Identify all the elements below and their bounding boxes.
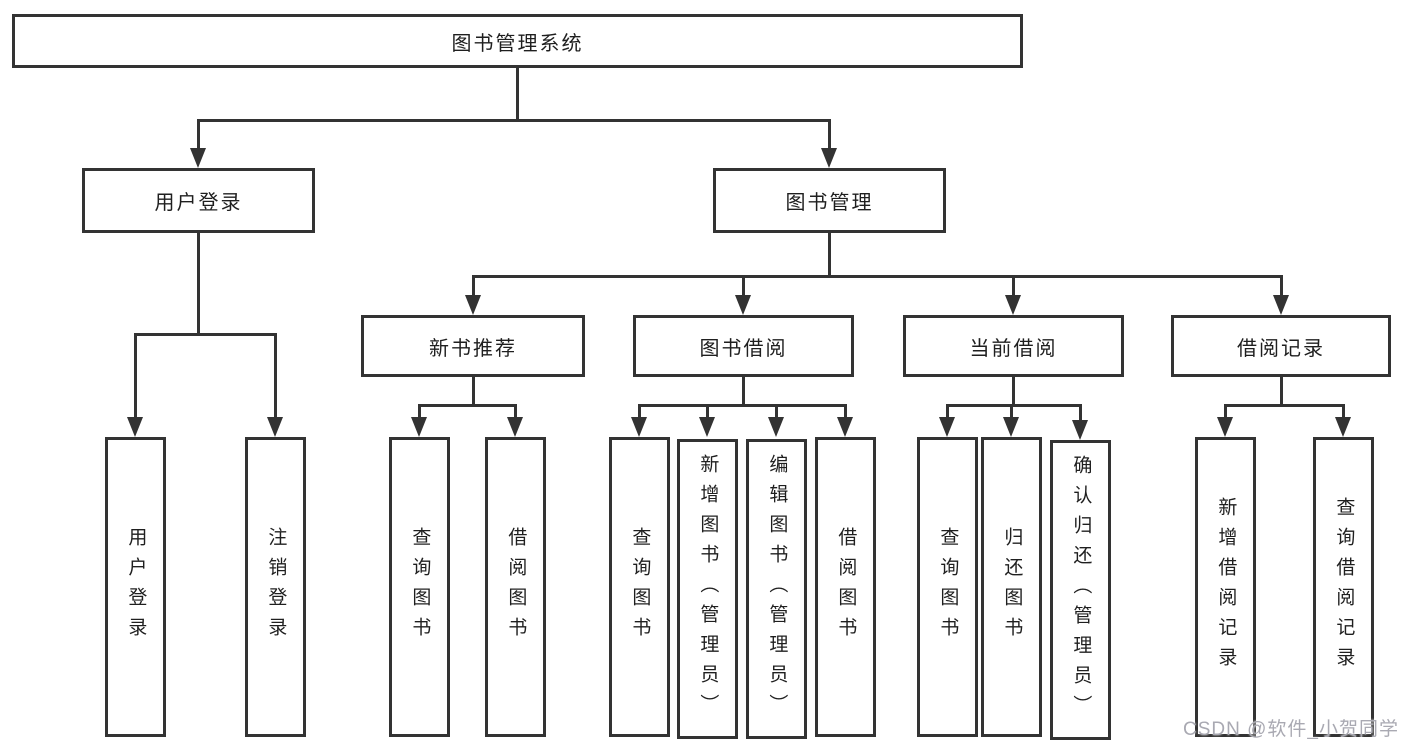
node-user-login: 用户登录 xyxy=(82,168,315,233)
connector-line xyxy=(1342,404,1345,419)
arrow-down-icon xyxy=(631,417,647,437)
leaf-query-books-3: 查询图书 xyxy=(917,437,978,737)
arrow-down-icon xyxy=(735,295,751,315)
arrow-down-icon xyxy=(821,148,837,168)
leaf-label: 查询图书 xyxy=(629,527,651,647)
leaf-label: 借阅图书 xyxy=(505,527,527,647)
connector-line xyxy=(418,404,421,419)
leaf-label: 新增图书（管理员） xyxy=(697,454,719,724)
connector-line xyxy=(418,404,517,407)
connector-line xyxy=(844,404,847,419)
arrow-down-icon xyxy=(939,417,955,437)
connector-line xyxy=(516,68,519,121)
node-label: 图书借阅 xyxy=(699,337,788,360)
leaf-logout-login: 注销登录 xyxy=(245,437,306,737)
connector-line xyxy=(1280,377,1283,407)
arrow-down-icon xyxy=(1217,417,1233,437)
connector-line xyxy=(1010,404,1013,419)
connector-line xyxy=(514,404,517,419)
connector-line xyxy=(1224,404,1227,419)
arrow-down-icon xyxy=(1005,295,1021,315)
arrow-down-icon xyxy=(837,417,853,437)
connector-line xyxy=(197,233,200,336)
arrow-down-icon xyxy=(507,417,523,437)
leaf-borrow-books-2: 借阅图书 xyxy=(815,437,876,737)
connector-line xyxy=(946,404,1082,407)
arrow-down-icon xyxy=(1335,417,1351,437)
leaf-label: 注销登录 xyxy=(265,527,287,647)
node-label: 当前借阅 xyxy=(969,337,1058,360)
leaf-add-borrow-record: 新增借阅记录 xyxy=(1195,437,1256,737)
leaf-query-books-2: 查询图书 xyxy=(609,437,670,737)
node-book-borrowing: 图书借阅 xyxy=(633,315,854,377)
node-book-management: 图书管理 xyxy=(713,168,946,233)
connector-line xyxy=(134,333,277,336)
leaf-label: 编辑图书（管理员） xyxy=(766,454,788,724)
connector-line xyxy=(828,233,831,277)
node-label: 借阅记录 xyxy=(1237,337,1325,360)
connector-line xyxy=(472,275,475,297)
arrow-down-icon xyxy=(267,417,283,437)
connector-line xyxy=(134,333,137,419)
node-label: 用户登录 xyxy=(154,192,243,214)
arrow-down-icon xyxy=(127,417,143,437)
node-current-borrowing: 当前借阅 xyxy=(903,315,1124,377)
node-new-book-recommend: 新书推荐 xyxy=(361,315,585,377)
arrow-down-icon xyxy=(190,148,206,168)
connector-line xyxy=(638,404,847,407)
node-library-system: 图书管理系统 xyxy=(12,14,1023,68)
arrow-down-icon xyxy=(1003,417,1019,437)
leaf-label: 查询借阅记录 xyxy=(1333,497,1355,677)
leaf-return-books: 归还图书 xyxy=(981,437,1042,737)
connector-line xyxy=(706,404,709,419)
node-label: 新书推荐 xyxy=(429,337,517,360)
leaf-label: 查询图书 xyxy=(937,527,959,647)
watermark: CSDN @软件_小贺同学 xyxy=(1183,719,1399,740)
leaf-query-borrow-record: 查询借阅记录 xyxy=(1313,437,1374,737)
leaf-confirm-return-admin: 确认归还（管理员） xyxy=(1050,440,1111,740)
connector-line xyxy=(1012,377,1015,407)
arrow-down-icon xyxy=(465,295,481,315)
leaf-user-login: 用户登录 xyxy=(105,437,166,737)
arrow-down-icon xyxy=(699,417,715,437)
connector-line xyxy=(946,404,949,419)
leaf-label: 确认归还（管理员） xyxy=(1070,455,1092,725)
leaf-borrow-books-1: 借阅图书 xyxy=(485,437,546,737)
node-label: 图书管理系统 xyxy=(451,32,584,55)
connector-line xyxy=(1079,404,1082,422)
connector-line xyxy=(1280,275,1283,297)
connector-line xyxy=(197,119,200,150)
arrow-down-icon xyxy=(411,417,427,437)
leaf-query-books-1: 查询图书 xyxy=(389,437,450,737)
connector-line xyxy=(274,333,277,419)
leaf-edit-book-admin: 编辑图书（管理员） xyxy=(746,439,807,739)
leaf-label: 用户登录 xyxy=(125,527,147,647)
connector-line xyxy=(828,119,831,150)
connector-line xyxy=(1012,275,1015,297)
leaf-label: 借阅图书 xyxy=(835,527,857,647)
node-label: 图书管理 xyxy=(785,192,874,214)
arrow-down-icon xyxy=(768,417,784,437)
connector-line xyxy=(1224,404,1345,407)
node-borrowing-records: 借阅记录 xyxy=(1171,315,1391,377)
leaf-label: 查询图书 xyxy=(409,527,431,647)
leaf-add-book-admin: 新增图书（管理员） xyxy=(677,439,738,739)
arrow-down-icon xyxy=(1273,295,1289,315)
connector-line xyxy=(638,404,641,419)
connector-line xyxy=(197,119,831,122)
leaf-label: 新增借阅记录 xyxy=(1215,497,1237,677)
arrow-down-icon xyxy=(1072,420,1088,440)
connector-line xyxy=(472,275,1283,278)
connector-line xyxy=(775,404,778,419)
leaf-label: 归还图书 xyxy=(1001,527,1023,647)
connector-line xyxy=(742,275,745,297)
connector-line xyxy=(472,377,475,407)
connector-line xyxy=(742,377,745,407)
